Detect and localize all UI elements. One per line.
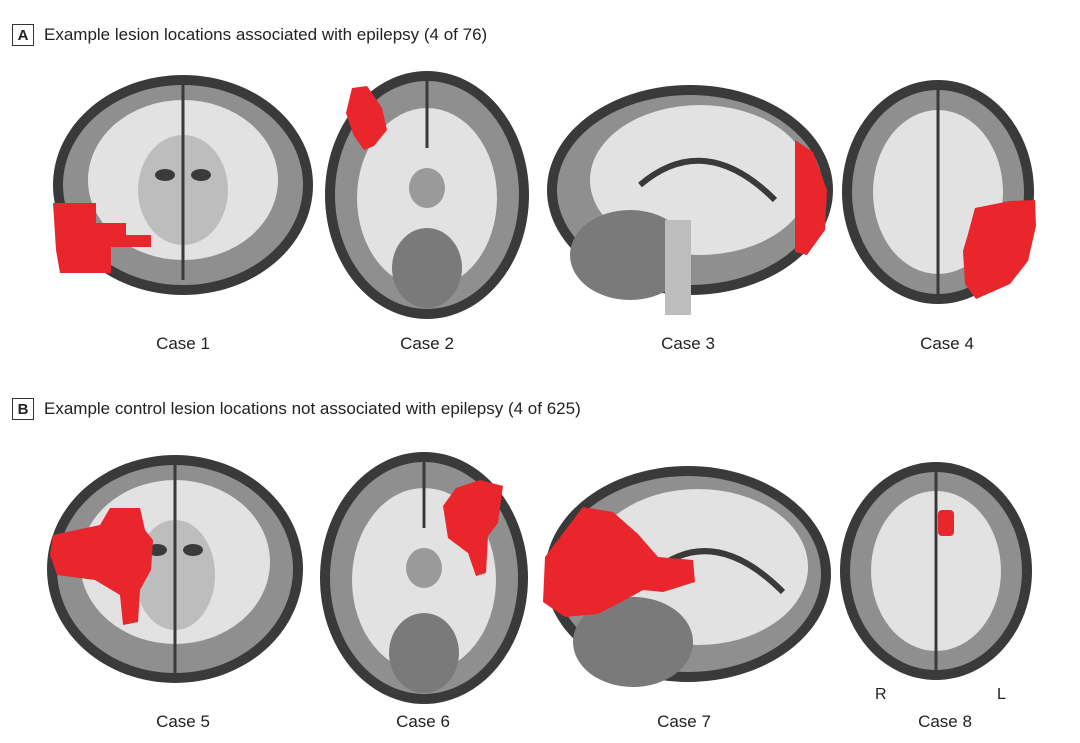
case-1-lesion	[53, 203, 151, 273]
case-5-caption: Case 5	[156, 712, 210, 731]
case-4-caption: Case 4	[920, 334, 974, 353]
case-7-lesion	[543, 507, 695, 617]
case-3-image	[547, 85, 833, 315]
case-7-caption: Case 7	[657, 712, 711, 731]
case-1-image	[53, 75, 313, 295]
case-2-lesion	[346, 86, 387, 150]
case-4-lesion	[963, 200, 1036, 299]
orientation-right-label: R	[875, 686, 887, 703]
case-5-image	[47, 455, 303, 683]
case-1-caption: Case 1	[156, 334, 210, 353]
case-8-lesion	[938, 510, 954, 536]
case-6-lesion	[443, 480, 503, 576]
panel-b-header: B Example control lesion locations not a…	[12, 398, 581, 420]
panel-b-letter: B	[12, 398, 34, 420]
case-8-caption: Case 8	[918, 712, 972, 731]
case-2-caption: Case 2	[400, 334, 454, 353]
panel-a-letter: A	[12, 24, 34, 46]
case-6-image	[320, 452, 528, 704]
case-3-caption: Case 3	[661, 334, 715, 353]
case-6-caption: Case 6	[396, 712, 450, 731]
case-8-image	[840, 462, 1032, 680]
case-4-image	[842, 80, 1036, 304]
panel-a-header: A Example lesion locations associated wi…	[12, 24, 487, 46]
case-2-image	[325, 71, 529, 319]
case-3-lesion	[795, 140, 827, 255]
case-7-image	[543, 466, 831, 687]
panel-b-title: Example control lesion locations not ass…	[44, 399, 581, 418]
case-5-lesion	[50, 508, 153, 625]
panel-a-title: Example lesion locations associated with…	[44, 25, 488, 44]
orientation-left-label: L	[997, 686, 1006, 703]
